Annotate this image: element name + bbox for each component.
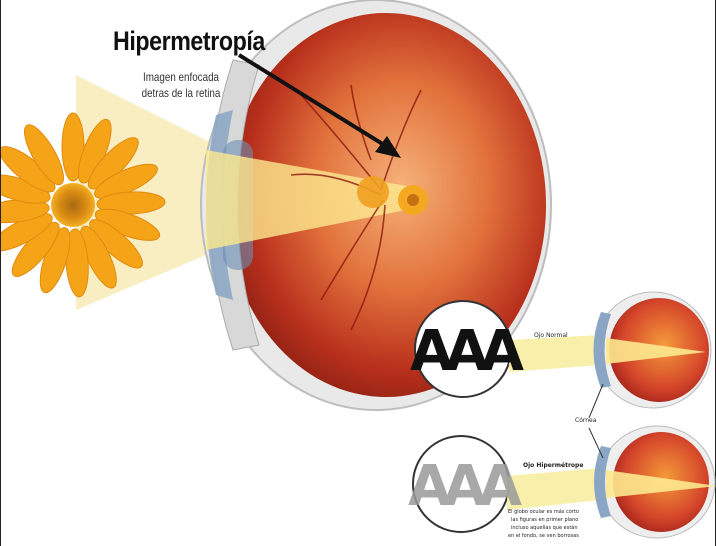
- caption-line1: El globo ocular es más corto: [508, 509, 579, 515]
- label-normal-eye: Ojo Normal: [534, 332, 568, 339]
- caption-line3: incluso aquellas que están: [511, 525, 578, 531]
- letters-blurred: AAA: [408, 454, 523, 519]
- main-title: Hipermetropía: [113, 26, 265, 57]
- subtitle-line1: Imagen enfocada: [132, 70, 230, 84]
- label-cornea: Córnea: [575, 417, 596, 424]
- letters-normal: AAA: [410, 319, 525, 384]
- subtitle-line2: detras de la retina: [132, 86, 230, 100]
- caption-line4: en el fondo, se ven borrosas: [508, 533, 579, 539]
- label-hyper-eye: Ojo Hipermétrope: [523, 462, 583, 469]
- caption-line2: las figuras en primer plano: [511, 517, 578, 523]
